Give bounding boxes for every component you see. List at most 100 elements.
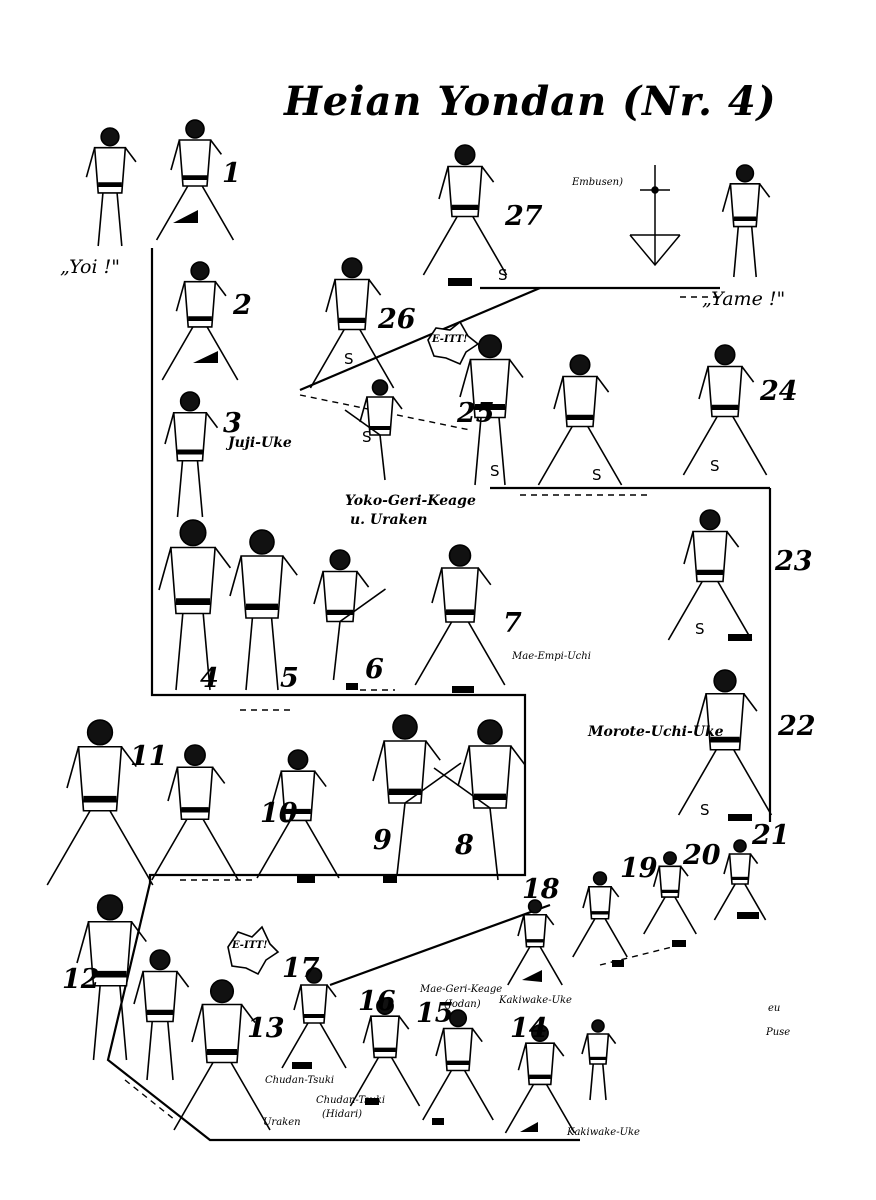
stance-mark: S xyxy=(490,462,500,480)
embusen-label: Embusen) xyxy=(572,178,623,189)
side-note: Puse xyxy=(766,1028,790,1039)
figure-arm xyxy=(159,548,171,591)
figure-arm xyxy=(511,746,525,765)
figure-head xyxy=(185,745,205,765)
step-number: 21 xyxy=(752,822,790,849)
figure-arm xyxy=(369,280,381,296)
figure-leg xyxy=(538,427,572,486)
figure-leg xyxy=(391,1057,419,1106)
step-number: 20 xyxy=(683,842,721,869)
figure-head xyxy=(180,520,206,546)
step-number: 24 xyxy=(760,378,798,405)
figure-leg xyxy=(675,897,696,934)
stance-mark: S xyxy=(592,466,602,484)
figure-leg xyxy=(198,461,203,517)
figure-head xyxy=(594,872,607,885)
stance-mark: S xyxy=(710,457,720,475)
kiai-callout: E-ITT! xyxy=(232,941,268,952)
step-number: 23 xyxy=(775,548,813,575)
figure-arm xyxy=(215,548,230,568)
label-mae-empi: Mae-Empi-Uchi xyxy=(512,652,591,663)
figure-arm xyxy=(230,556,241,596)
step-number: 10 xyxy=(260,800,298,827)
figure-head xyxy=(700,510,720,530)
figure-arm xyxy=(326,280,335,313)
figure-head xyxy=(98,895,123,920)
figure-arm xyxy=(518,915,524,936)
figure-arm xyxy=(213,767,225,783)
figure-leg xyxy=(590,1064,593,1100)
stance-mark: S xyxy=(498,266,508,284)
step-number: 1 xyxy=(222,160,241,187)
figure-head xyxy=(450,545,471,566)
figure-arm xyxy=(699,367,708,400)
figure-leg xyxy=(714,884,735,920)
figure-arm xyxy=(460,360,471,398)
step-number: 8 xyxy=(455,832,474,859)
figure-leg xyxy=(734,227,738,277)
label-jodan: (Jodan) xyxy=(444,1000,481,1011)
figure-leg xyxy=(468,622,504,685)
label-chudan-tsuki-16: Chudan-Tsuki xyxy=(316,1096,385,1107)
figure-head xyxy=(373,380,388,395)
figure-arm xyxy=(744,694,757,711)
figure-leg xyxy=(603,1064,606,1100)
figure-leg xyxy=(605,919,627,957)
step-number: 3 xyxy=(223,410,242,437)
step-number: 22 xyxy=(778,713,816,740)
figure-arm xyxy=(510,360,524,378)
figure-leg xyxy=(752,227,756,277)
figure-leg xyxy=(147,1022,152,1081)
figure-head xyxy=(250,530,274,554)
figure-head xyxy=(393,715,417,739)
karateka-figures xyxy=(47,120,771,1133)
figure-leg xyxy=(110,811,153,885)
label-juji-uke: Juji-Uke xyxy=(228,436,292,451)
figure-head xyxy=(181,392,200,411)
step-number: 27 xyxy=(505,203,543,230)
figure-head xyxy=(714,670,736,692)
figure-arm xyxy=(518,1043,526,1070)
figure-arm xyxy=(684,532,693,565)
figure-arm xyxy=(86,148,94,178)
figure-head xyxy=(592,1020,604,1032)
figure-leg xyxy=(272,618,278,690)
page-title: Heian Yondan (Nr. 4) xyxy=(284,78,777,125)
figure-leg xyxy=(203,819,238,880)
figure-leg xyxy=(540,947,562,985)
figure-leg xyxy=(320,1023,346,1068)
figure-leg xyxy=(490,808,498,880)
figure-arm xyxy=(77,922,89,963)
figure-leg xyxy=(423,1071,452,1121)
figure-leg xyxy=(47,811,90,885)
label-kakiwake-18: Kakiwake-Uke xyxy=(499,996,572,1007)
figure-arm xyxy=(611,887,619,897)
figure-arm xyxy=(608,1034,615,1044)
figure-arm xyxy=(393,397,402,409)
figure-arm xyxy=(750,854,757,864)
figure-leg xyxy=(94,986,101,1060)
label-hidari: (Hidari) xyxy=(322,1110,362,1121)
figure-leg xyxy=(505,1084,533,1133)
figure-arm xyxy=(472,1029,482,1042)
stance-mark: S xyxy=(362,428,372,446)
figure-arm xyxy=(546,915,554,925)
figure-arm xyxy=(67,747,79,788)
step-number: 6 xyxy=(365,656,384,683)
step-number: 17 xyxy=(282,955,320,982)
figure-arm xyxy=(583,887,589,908)
step-number: 14 xyxy=(510,1015,548,1042)
figure-arm xyxy=(436,1029,444,1057)
figure-leg xyxy=(734,750,772,815)
figure-arm xyxy=(315,771,327,786)
figure-leg xyxy=(573,919,595,957)
step-number: 18 xyxy=(522,876,560,903)
figure-arm xyxy=(283,556,297,575)
figure-leg xyxy=(207,327,238,380)
figure-leg xyxy=(380,435,385,480)
figure-head xyxy=(455,145,475,165)
figure-leg xyxy=(168,1022,173,1081)
figure-leg xyxy=(546,1084,574,1133)
figure-leg xyxy=(499,418,505,486)
